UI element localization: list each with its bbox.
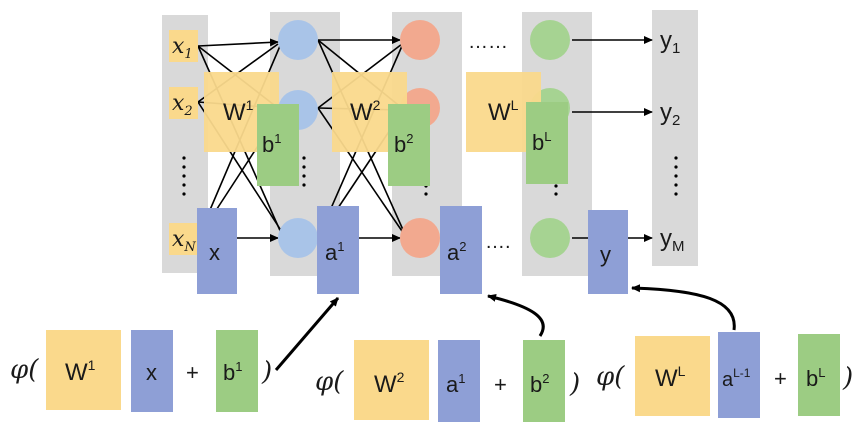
equation-2-plus: + xyxy=(494,372,507,397)
node-layer2-N xyxy=(400,218,440,258)
input-x1-box xyxy=(169,30,198,62)
input-x2-box xyxy=(169,87,198,119)
ellipsis-bottom: …. xyxy=(485,231,511,253)
bias-b1-box xyxy=(257,104,299,186)
equation-2-vector: a1 xyxy=(446,371,465,397)
equation-1: φ( W1 x + b1 ) xyxy=(10,330,272,412)
equation-3-weight: WL xyxy=(655,363,686,392)
output-y1-label: y1 xyxy=(660,27,680,57)
vector-x-label: x xyxy=(209,240,220,265)
equation-3-vector: aL-1 xyxy=(722,366,751,391)
equation-2-weight: W2 xyxy=(374,369,405,398)
equation-1-bias: b1 xyxy=(223,359,242,385)
bias-b2-box xyxy=(388,104,430,186)
equation-3: φ( WL aL-1 + bL ) xyxy=(596,332,853,418)
equation-3-plus: + xyxy=(774,366,787,391)
input-x2-label: x2 xyxy=(172,91,193,119)
equation-1-close: ) xyxy=(261,357,272,387)
vector-x-box xyxy=(197,208,237,294)
node-layerL-1 xyxy=(530,20,570,60)
bias-bL-box xyxy=(526,102,568,184)
input-x1-label: x1 xyxy=(172,34,193,62)
bias-b1-label: b1 xyxy=(262,131,281,157)
node-layer1-N xyxy=(278,218,318,258)
weight-W2-label: W2 xyxy=(350,97,381,126)
equation-1-phi: φ( xyxy=(10,355,39,385)
equation-3-close: ) xyxy=(842,363,853,393)
weight-W1-label: W1 xyxy=(223,97,254,126)
bias-bL-label: bL xyxy=(532,129,551,155)
weight-WL-label: WL xyxy=(488,97,519,126)
output-y2-label: y2 xyxy=(660,99,680,129)
vector-a2-box xyxy=(440,206,482,294)
vector-a1-box xyxy=(317,206,359,294)
vector-y-label: y xyxy=(600,242,611,267)
vector-a1-label: a1 xyxy=(325,239,344,265)
equation-1-vector: x xyxy=(146,360,157,385)
node-layerL-N xyxy=(530,218,570,258)
equation-3-phi: φ( xyxy=(596,362,625,392)
input-xN-label: xN xyxy=(172,227,196,255)
node-layer1-1 xyxy=(278,20,318,60)
ellipsis-top: …… xyxy=(468,31,508,53)
equation-2-close: ) xyxy=(569,369,580,399)
equation-2-phi: φ( xyxy=(315,367,344,397)
vector-y-box xyxy=(588,210,628,294)
output-layer-panel xyxy=(652,10,698,266)
equation-1-plus: + xyxy=(186,360,199,385)
equation-2: φ( W2 a1 + b2 ) xyxy=(315,340,580,422)
input-xN-box xyxy=(169,223,198,255)
vector-a2-label: a2 xyxy=(447,239,466,265)
bias-b2-label: b2 xyxy=(394,131,413,157)
equation-3-bias: bL xyxy=(806,365,825,391)
equation-1-weight: W1 xyxy=(65,357,96,386)
node-layer2-1 xyxy=(400,20,440,60)
output-yM-label: yM xyxy=(660,225,685,255)
equation-arrows xyxy=(274,284,736,371)
equation-2-bias: b2 xyxy=(530,371,549,397)
